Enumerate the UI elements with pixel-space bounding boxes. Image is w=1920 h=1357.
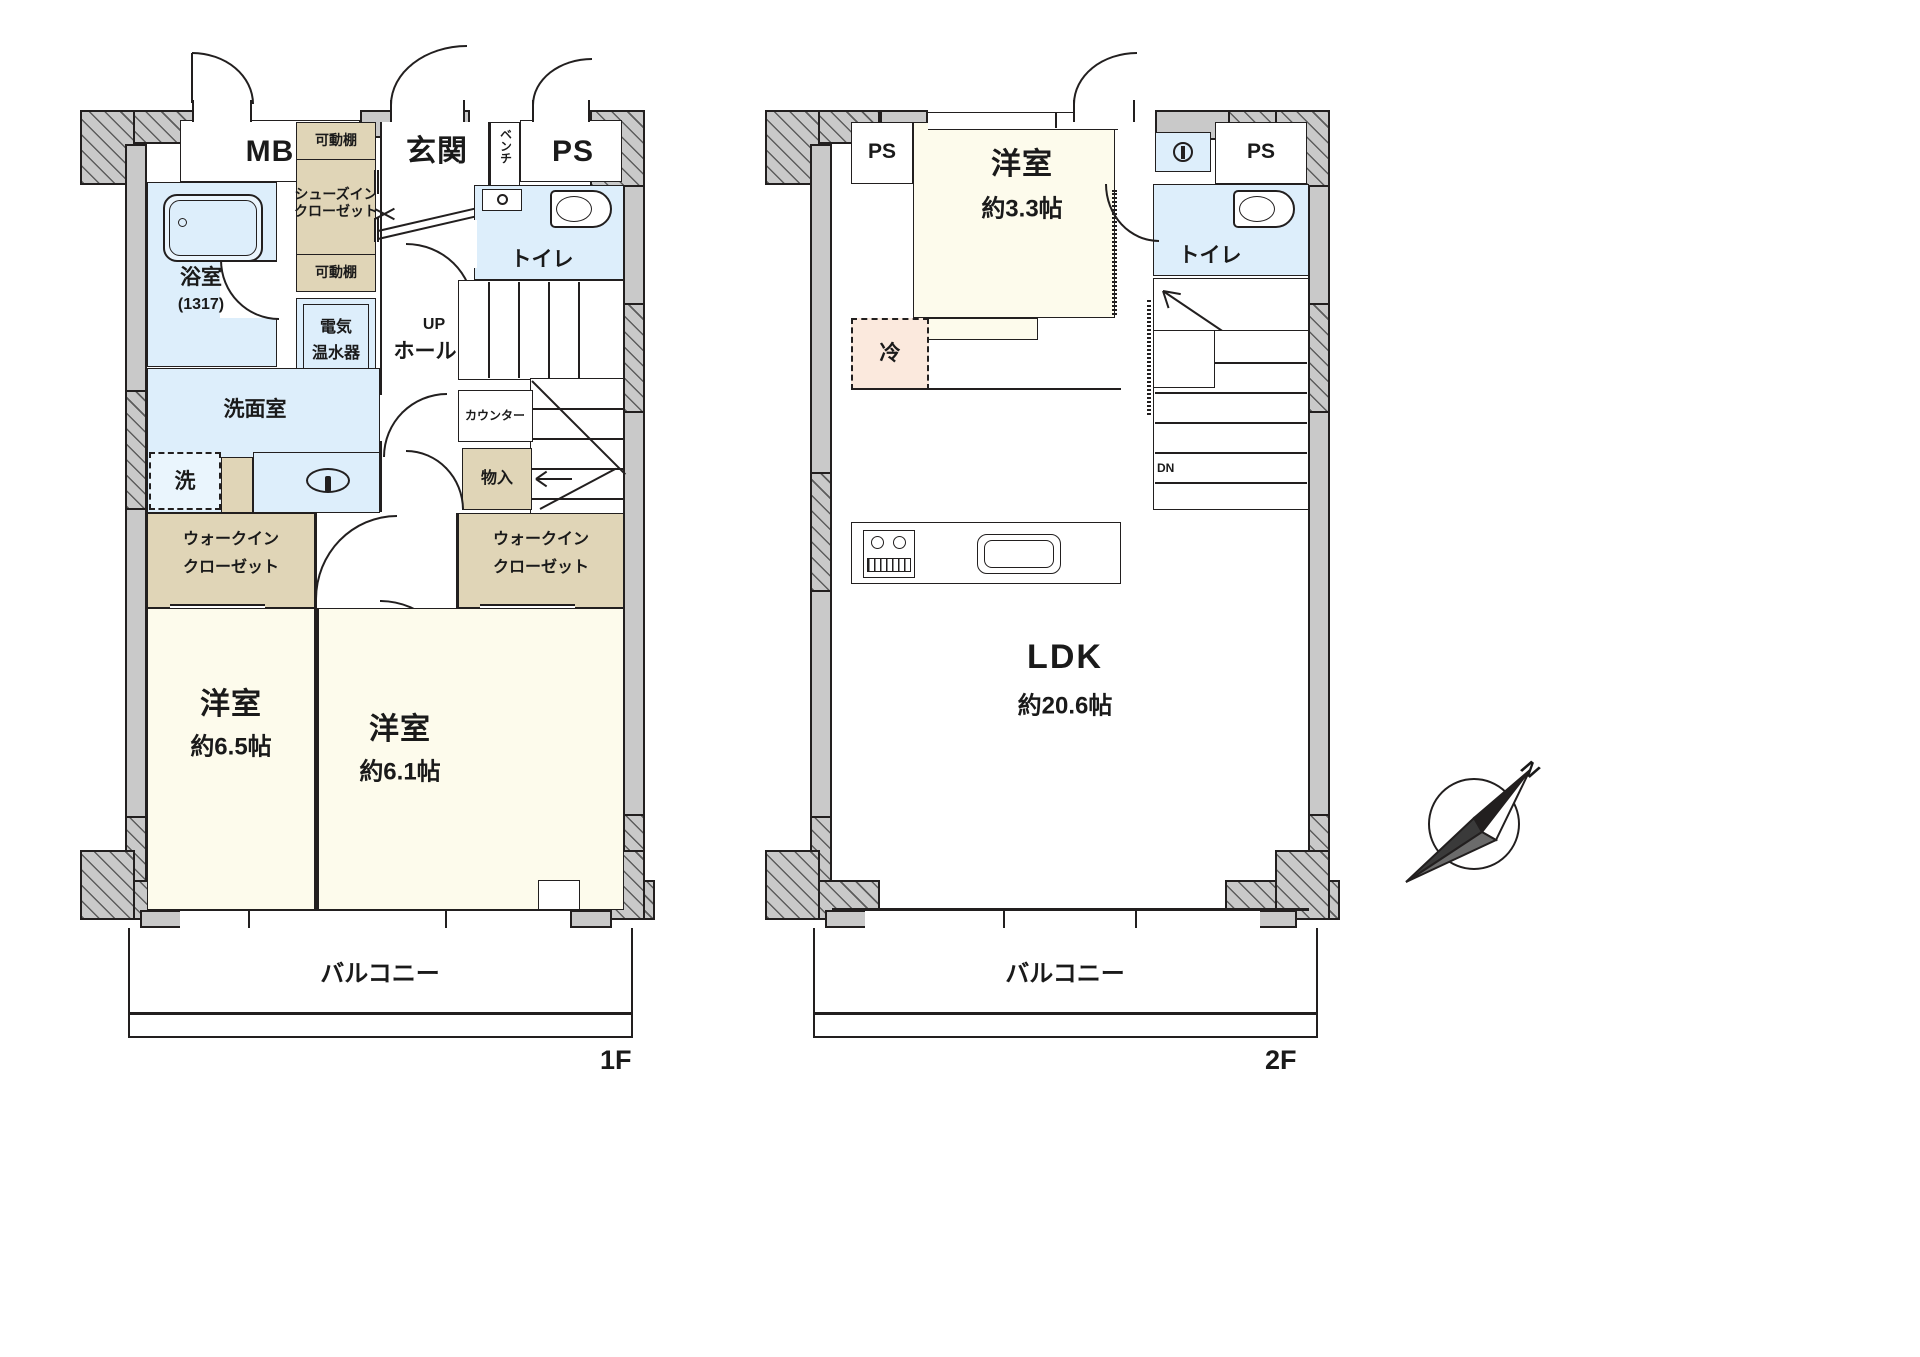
wic-left-label-line2: クローゼット <box>182 559 280 577</box>
balcony-2f-label: バルコニー <box>1005 960 1125 988</box>
wic-right-label-line1: ウォークイン <box>492 531 590 549</box>
balcony-label: バルコニー <box>320 960 440 988</box>
toilet-2f-label: トイレ <box>1178 244 1242 268</box>
staircase <box>458 280 624 380</box>
balcony <box>128 928 633 1038</box>
bedroom-2f <box>913 122 1115 318</box>
entrance-label: 玄関 <box>406 135 468 169</box>
floor2-plan: PS 洋室 約3.3帖 冷 PS トイレ DN <box>755 52 1375 1075</box>
bedroom-left <box>147 608 315 910</box>
bedroom-right-label: 洋室 <box>369 713 431 747</box>
movable-shelf-top-label: 可動棚 <box>315 132 357 149</box>
structural-wall <box>810 472 832 592</box>
pipe-shaft-left <box>851 122 913 184</box>
refrigerator <box>851 318 929 390</box>
toilet-label: トイレ <box>510 248 574 272</box>
bathroom-size-label: (1317) <box>177 296 225 314</box>
structural-wall <box>1308 303 1330 413</box>
counter-label: カウンター <box>464 408 526 423</box>
shoes-in-closet-label-line2: クローゼット <box>294 203 378 220</box>
ldk-area: 約20.6帖 <box>1017 692 1113 720</box>
front-door-swing <box>390 45 467 105</box>
structural-wall <box>765 110 820 185</box>
storage-label: 物入 <box>480 470 514 488</box>
washing-machine-label: 洗 <box>174 470 196 494</box>
pipe-shaft-right <box>1215 122 1307 184</box>
floor1-tag: 1F <box>600 1045 632 1075</box>
shoes-in-closet-label-line1: シューズイン <box>294 186 378 203</box>
washing-machine <box>149 452 221 510</box>
bedroom-right-area: 約6.1帖 <box>359 758 441 786</box>
compass-rose: N <box>1390 756 1560 890</box>
washroom-label: 洗面室 <box>223 398 287 422</box>
hall-label: ホール <box>393 340 457 364</box>
counter <box>458 390 533 442</box>
stair-down-box <box>1153 330 1215 388</box>
floor2-tag: 2F <box>1265 1045 1297 1075</box>
wic-right-label-line2: クローゼット <box>492 559 590 577</box>
pipe-shaft-right-label: PS <box>1246 140 1276 164</box>
structural-wall <box>80 850 135 920</box>
movable-shelf-bottom-label: 可動棚 <box>315 264 357 281</box>
sink-icon <box>306 468 350 493</box>
stair-down-label: DN <box>1157 461 1175 475</box>
balcony-2f <box>813 928 1318 1038</box>
movable-shelf-top <box>296 122 376 160</box>
bedroom-2f-window <box>928 112 1118 130</box>
refrigerator-label: 冷 <box>879 342 901 366</box>
bench-label: ベンチ <box>498 128 513 164</box>
bedroom-left-label: 洋室 <box>200 688 262 722</box>
structural-wall <box>125 390 147 510</box>
vanity-cabinet <box>221 457 253 513</box>
floor1-plan: MB 浴室 (1317) 可動棚 シューズイン クローゼット 可動棚 玄関 ベン… <box>70 45 690 1075</box>
pipe-shaft-label: PS <box>551 135 595 169</box>
structural-wall <box>623 303 645 413</box>
movable-shelf-bottom <box>296 254 376 292</box>
bedroom-left-area: 約6.5帖 <box>190 733 272 761</box>
storage <box>462 448 532 510</box>
bedroom-2f-area: 約3.3帖 <box>981 195 1063 223</box>
pipe-shaft <box>520 120 622 182</box>
drain-icon <box>178 218 187 227</box>
water-heater-label-line1: 電気 <box>319 319 353 337</box>
pipe-shaft-left-label: PS <box>867 140 897 164</box>
bathroom-label: 浴室 <box>180 266 222 290</box>
meter-box-label: MB <box>245 135 295 169</box>
wic-left-label-line1: ウォークイン <box>182 531 280 549</box>
structural-wall <box>765 850 820 920</box>
walk-in-closet-right <box>458 513 624 608</box>
bedroom-right <box>318 608 624 910</box>
ldk-window <box>865 910 1260 930</box>
bedroom-2f-label: 洋室 <box>991 148 1053 182</box>
bedroom-2f-partition <box>1112 190 1117 315</box>
ldk-label: LDK <box>1027 637 1103 676</box>
bedroom-left-window <box>180 910 320 930</box>
water-heater-label-line2: 温水器 <box>311 345 361 363</box>
stair-up-label: UP <box>422 316 446 334</box>
utility-sink <box>1155 132 1211 172</box>
structural-wall <box>1275 850 1330 920</box>
